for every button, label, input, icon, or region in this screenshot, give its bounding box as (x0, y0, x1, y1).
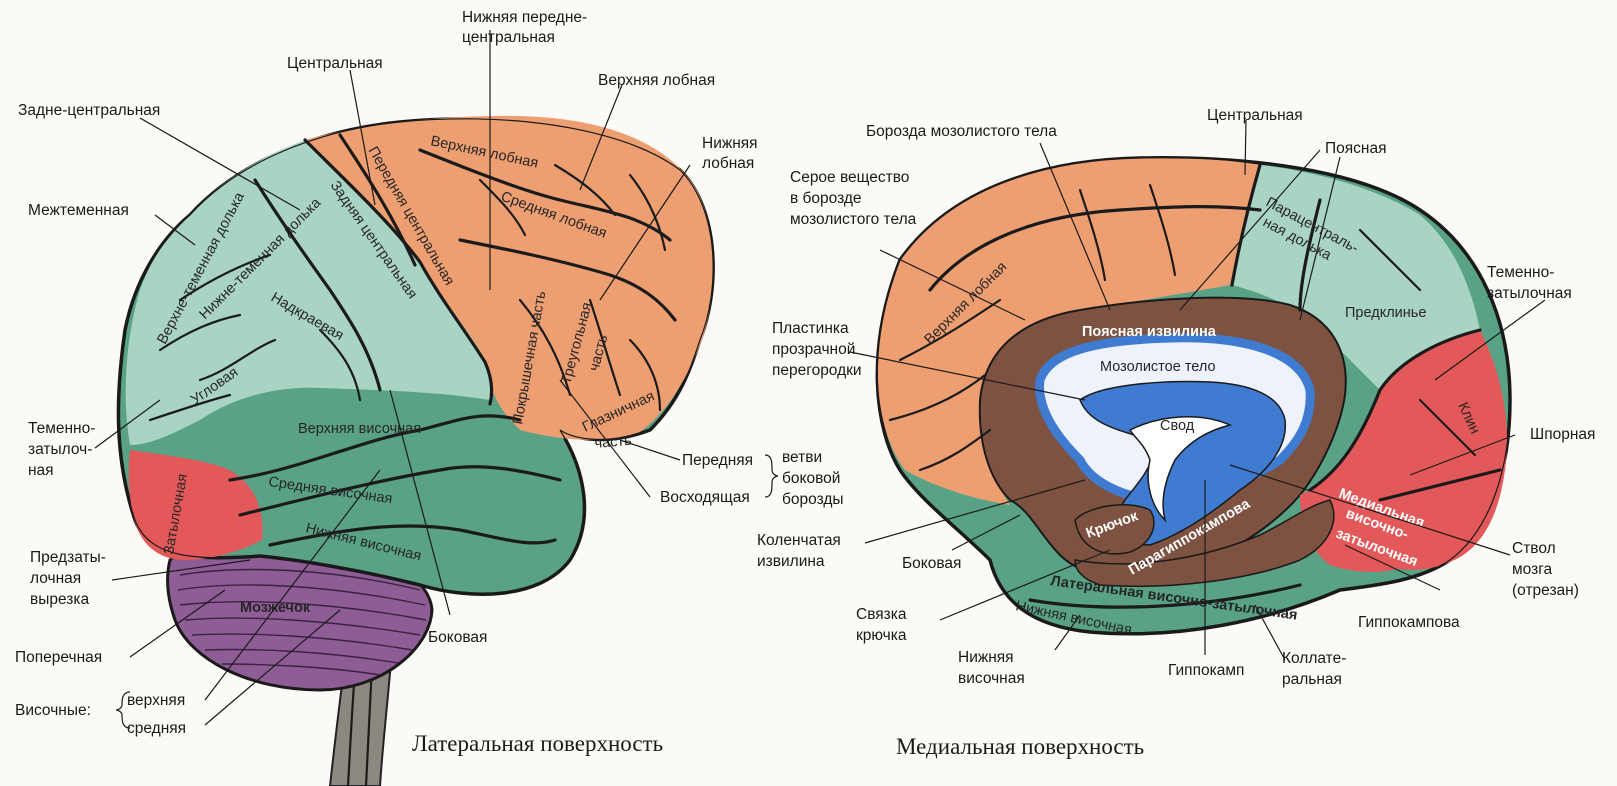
label-gray-matter-1: Серое вещество (790, 169, 909, 186)
label-medial-parieto-occipital-1: Теменно- (1487, 264, 1554, 281)
label-central-lateral: Центральная (287, 55, 383, 72)
label-inferior-frontal-2: лобная (702, 155, 754, 172)
label-uncus-band-2: крючка (856, 627, 907, 644)
label-inferior-precentral-2: центральная (462, 29, 555, 46)
label-callosal-sulcus: Борозда мозолистого тела (866, 123, 1057, 140)
label-preoccipital-2: лочная (30, 570, 81, 587)
label-preoccipital-1: Предзаты- (30, 549, 106, 566)
label-septum-1: Пластинка (772, 320, 849, 337)
label-cingulate-sulcus: Поясная (1325, 140, 1386, 157)
medial-caption: Медиальная поверхность (896, 734, 1144, 759)
label-collateral-2: ральная (1282, 671, 1342, 688)
medial-brain-view: Верхняя лобная Парацентраль- ная долька … (757, 107, 1595, 759)
region-superior-temporal: Верхняя височная (298, 421, 421, 437)
label-transverse: Поперечная (15, 649, 102, 666)
label-parieto-occipital-2: затылоч- (28, 441, 92, 458)
label-medial-parieto-occipital-2: затылочная (1487, 285, 1572, 302)
label-intraparietal: Межтеменная (28, 202, 129, 219)
region-precuneus: Предклинье (1345, 305, 1426, 321)
region-corpus-callosum: Мозолистое тело (1100, 359, 1216, 375)
label-branches-2: боковой (782, 470, 840, 487)
label-temporal-upper: верхняя (127, 692, 185, 709)
label-preoccipital-3: вырезка (30, 591, 90, 608)
label-branches-1: ветви (782, 449, 822, 466)
label-ascending-branch: Восходящая (660, 489, 750, 506)
label-postcentral: Задне-центральная (18, 102, 160, 119)
label-brainstem-2: мозга (1512, 561, 1553, 578)
label-medial-inferior-temporal-2: височная (958, 670, 1025, 687)
label-septum-3: перегородки (772, 362, 862, 379)
label-parieto-occipital-3: ная (28, 462, 54, 479)
label-hippocampal: Гиппокампова (1358, 614, 1460, 631)
label-inferior-frontal-1: Нижняя (702, 135, 758, 152)
label-collateral-1: Коллате- (1282, 650, 1346, 667)
label-brainstem-3: (отрезан) (1512, 582, 1579, 599)
label-hippocampus: Гиппокамп (1168, 662, 1244, 679)
lateral-caption: Латеральная поверхность (412, 731, 663, 756)
label-anterior-branch: Передняя (682, 452, 753, 469)
label-gray-matter-3: мозолистого тела (790, 211, 917, 228)
label-medial-lateral: Боковая (902, 555, 961, 572)
label-calcarine: Шпорная (1530, 426, 1595, 443)
label-temporal-middle: средняя (127, 720, 186, 737)
label-temporal-prefix: Височные: (15, 702, 91, 719)
label-inferior-precentral-1: Нижняя передне- (462, 9, 587, 26)
label-brainstem-1: Ствол (1512, 540, 1556, 557)
region-fornix: Свод (1160, 418, 1195, 434)
label-superior-frontal: Верхняя лобная (598, 72, 715, 89)
label-central-medial: Центральная (1207, 107, 1303, 124)
lateral-brain-view: Верхняя лобная Средняя лобная Передняя ц… (15, 9, 844, 786)
label-lateral-sulcus: Боковая (428, 629, 487, 646)
label-medial-inferior-temporal-1: Нижняя (958, 649, 1014, 666)
label-geniculate-2: извилина (757, 553, 825, 570)
label-septum-2: прозрачной (772, 341, 855, 358)
label-parieto-occipital-1: Теменно- (28, 420, 95, 437)
region-cingulate-gyrus: Поясная извилина (1082, 324, 1217, 340)
label-uncus-band-1: Связка (856, 606, 907, 623)
label-geniculate-1: Коленчатая (757, 532, 841, 549)
label-branches-3: борозды (782, 491, 844, 508)
label-gray-matter-2: в борозде (790, 190, 862, 207)
